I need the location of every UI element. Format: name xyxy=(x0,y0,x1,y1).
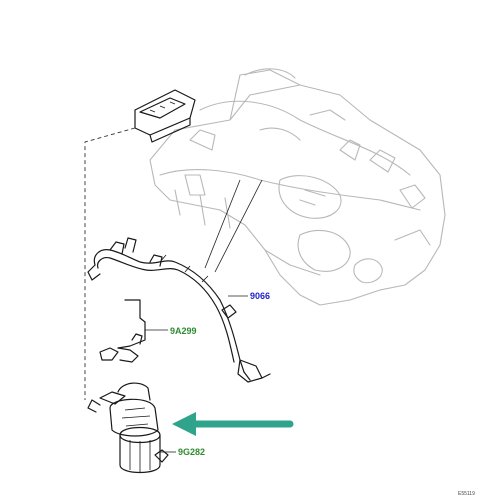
callout-9g282: 9G282 xyxy=(178,447,205,457)
fuel-tank-outline xyxy=(149,68,446,306)
harness-leader-lines xyxy=(204,179,263,273)
assembly-dashed-line xyxy=(84,127,136,400)
callout-leaders xyxy=(145,295,248,453)
level-sensor xyxy=(99,299,146,363)
wiring-harness xyxy=(87,237,271,383)
callout-9066: 9066 xyxy=(250,291,270,301)
figure-reference-id: E55119 xyxy=(458,491,475,497)
left-pointing-arrow-icon xyxy=(172,412,294,436)
fuel-pump-module xyxy=(87,382,169,474)
callout-9a299: 9A299 xyxy=(170,326,197,336)
connector-module xyxy=(134,89,196,143)
